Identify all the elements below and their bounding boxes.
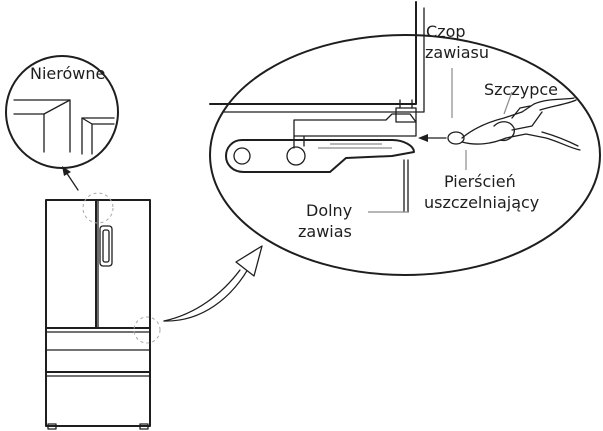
zoom-ellipse — [209, 34, 601, 276]
uneven-detail-circle — [5, 55, 119, 169]
bottom-hinge-marker — [133, 316, 161, 344]
hinge-housing-lip — [293, 135, 305, 149]
zoom-arrowhead — [235, 245, 263, 277]
pliers-illustration — [461, 97, 581, 151]
hinge-screw-hole-right — [286, 146, 306, 166]
fridge-foot-right — [139, 423, 149, 430]
fridge-foot-left — [47, 423, 57, 430]
right-door-side-face — [81, 117, 93, 155]
pliers-jaw-lower — [461, 133, 581, 151]
door-inner-edge — [223, 7, 425, 113]
hinge-plate — [225, 139, 415, 173]
hinge-screw-hole-left — [233, 147, 251, 165]
hinge-zoom-view: Czop zawiasu Szczypce Pierścień uszczeln… — [209, 1, 601, 276]
lower-hinge-label-line1: Dolny — [306, 201, 352, 220]
seal-ring — [447, 131, 465, 145]
hinge-pin-label-line2: zawiasu — [425, 43, 489, 62]
zoom-arrow — [163, 245, 263, 322]
uneven-label: Nierówne — [30, 64, 105, 83]
pliers-pivot-loop — [493, 121, 515, 142]
fridge-handle-inner — [102, 229, 110, 263]
seal-ring-label-line1: Pierścień — [444, 172, 516, 191]
pliers-label: Szczypce — [484, 80, 558, 99]
uneven-detail-callout: Nierówne — [5, 55, 119, 191]
hinge-pin-top — [399, 99, 413, 109]
pliers-handles — [539, 99, 579, 147]
lower-hinge-assembly — [225, 99, 417, 213]
hinge-pin-label-line1: Czop — [426, 22, 466, 41]
door-bottom-edge — [209, 1, 417, 105]
pliers-leader — [503, 91, 513, 115]
uneven-pointer-arrowhead — [62, 166, 71, 176]
left-door-top-face — [43, 99, 71, 115]
pliers-handle-grip — [511, 105, 543, 131]
seal-ring-arrow — [418, 131, 465, 145]
right-door-edge — [81, 117, 115, 155]
zoom-arrow-inner — [163, 269, 241, 322]
lower-hinge-label-line2: zawias — [298, 222, 352, 241]
top-hinge-marker — [82, 192, 114, 224]
pliers-jaw-upper — [461, 97, 575, 139]
hinge-plate-slot — [318, 143, 392, 149]
hinge-pin — [395, 107, 417, 123]
uneven-pointer-arrow — [65, 171, 79, 191]
seal-ring-label-line2: uszczelniający — [424, 193, 539, 212]
fridge-handle — [99, 225, 113, 267]
refrigerator — [45, 192, 161, 430]
hinge-housing — [293, 113, 417, 137]
seal-ring-arrowhead — [418, 134, 428, 142]
zoom-arrow-outer — [163, 261, 253, 322]
left-door-edge — [13, 99, 71, 153]
